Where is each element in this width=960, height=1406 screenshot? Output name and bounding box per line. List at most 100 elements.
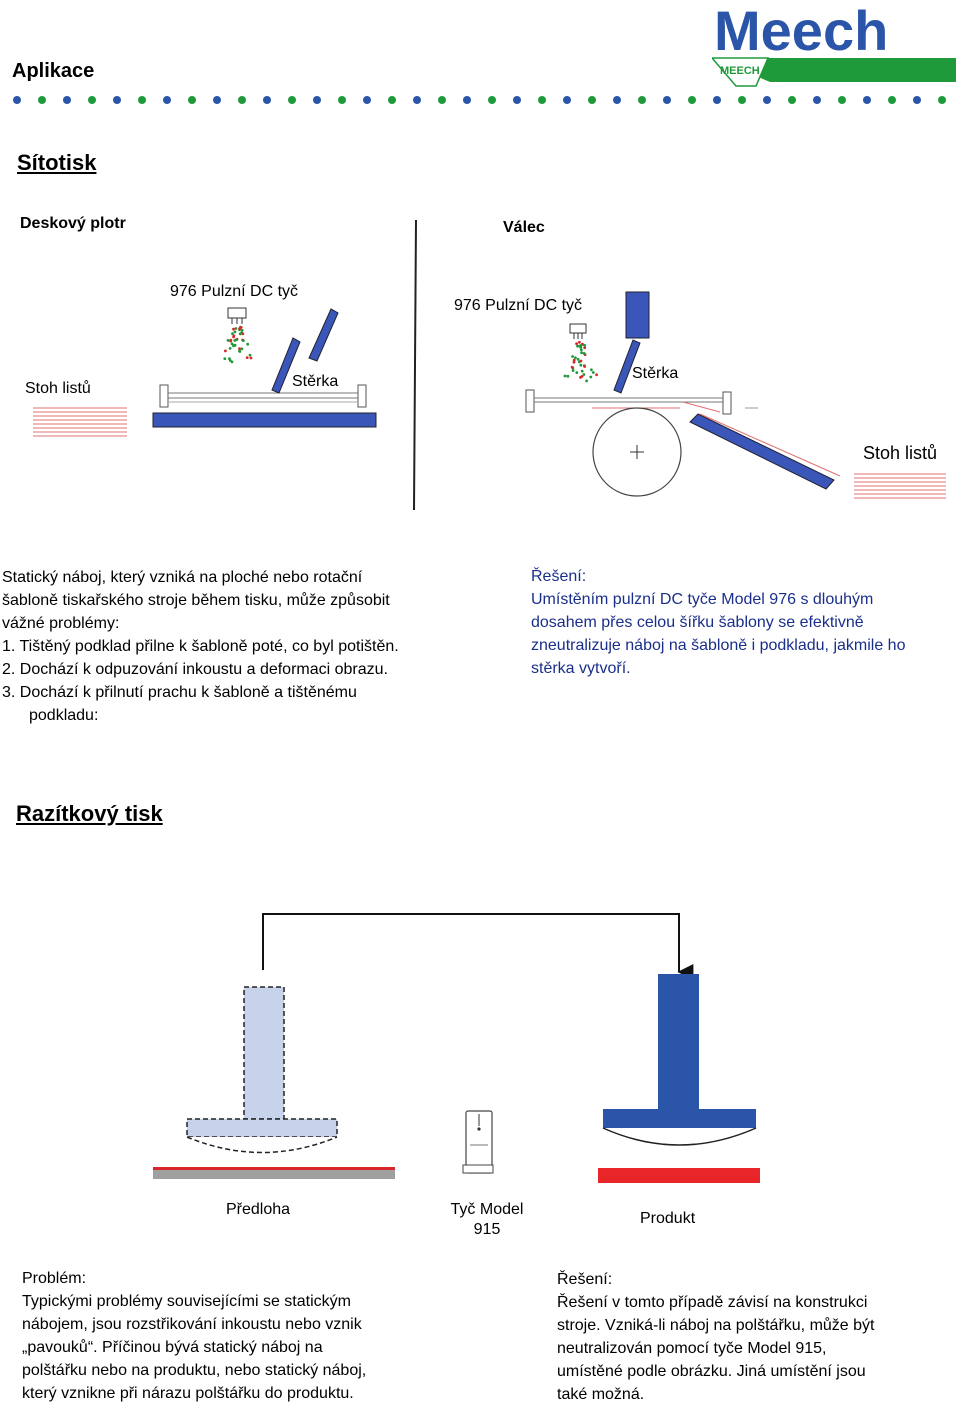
pad-printing-diagram bbox=[0, 900, 960, 1200]
ion-particle bbox=[571, 369, 575, 372]
divider-dot bbox=[888, 96, 896, 104]
ion-particle bbox=[591, 371, 595, 374]
divider-dot bbox=[863, 96, 871, 104]
svg-text:MEECH: MEECH bbox=[720, 65, 760, 77]
problem-line: Problém: bbox=[22, 1270, 87, 1287]
divider-dot bbox=[663, 96, 671, 104]
ion-particle bbox=[242, 339, 245, 342]
ion-particle bbox=[580, 375, 584, 378]
solution-line: zneutralizuje náboj na šabloně i podklad… bbox=[531, 637, 906, 654]
divider-dot bbox=[338, 96, 346, 104]
cylinder-squeegee-label: Stěrka bbox=[632, 365, 679, 382]
ion-particle bbox=[240, 347, 244, 351]
ion-particle bbox=[238, 332, 242, 336]
divider-dot bbox=[813, 96, 821, 104]
ion-particle bbox=[583, 344, 587, 347]
ion-particle bbox=[579, 344, 583, 347]
ion-particle bbox=[238, 327, 242, 331]
section-title-pad-printing: Razítkový tisk bbox=[16, 801, 163, 826]
divider-dot bbox=[638, 96, 646, 104]
model-915-label: Tyč Model 915 bbox=[447, 1198, 527, 1239]
meech-logo: Meech MEECH bbox=[712, 0, 958, 90]
ion-particle bbox=[230, 342, 234, 346]
ion-particle bbox=[575, 342, 578, 346]
problem-line: polštářku nebo na produktu, nebo statick… bbox=[22, 1362, 367, 1379]
divider-dot bbox=[163, 96, 171, 104]
flatbed-squeegee-label: Stěrka bbox=[292, 373, 339, 390]
problem-line: podkladu: bbox=[29, 707, 99, 724]
divider-dot bbox=[288, 96, 296, 104]
ion-particle bbox=[578, 340, 581, 344]
problem-line: 2. Dochází k odpuzování inkoustu a defor… bbox=[2, 661, 388, 678]
ion-particle bbox=[249, 356, 253, 360]
solution-line: Umístěním pulzní DC tyče Model 976 s dlo… bbox=[531, 591, 874, 608]
ion-particle bbox=[580, 351, 583, 355]
pad-printing-problem-text: Problém: Typickými problémy souvisejícím… bbox=[22, 1267, 462, 1405]
divider-dot bbox=[563, 96, 571, 104]
divider-dot bbox=[613, 96, 621, 104]
ion-particle bbox=[576, 357, 580, 361]
ion-particle bbox=[589, 375, 593, 379]
ion-particle bbox=[570, 365, 574, 369]
page-title: Aplikace bbox=[12, 60, 95, 82]
ion-particle bbox=[583, 365, 587, 368]
divider-dot bbox=[838, 96, 846, 104]
template-label: Předloha bbox=[226, 1201, 291, 1218]
ion-particle bbox=[580, 369, 584, 373]
divider-dot bbox=[238, 96, 246, 104]
model-915-label-line1: Tyč Model bbox=[450, 1201, 524, 1218]
flatbed-bar-label: 976 Pulzní DC tyč bbox=[170, 283, 299, 300]
ionizer-icon-left bbox=[227, 307, 247, 324]
divider-dot bbox=[138, 96, 146, 104]
ion-particle bbox=[576, 344, 579, 348]
ion-particle bbox=[223, 357, 227, 360]
ion-particle bbox=[575, 371, 579, 374]
divider-dot bbox=[588, 96, 596, 104]
ion-particle bbox=[248, 353, 252, 357]
solution-line: stěrka vytvoří. bbox=[531, 660, 631, 677]
ion-particle bbox=[590, 368, 593, 372]
ion-particle bbox=[582, 352, 586, 355]
ion-particle bbox=[224, 349, 227, 353]
divider-dot bbox=[788, 96, 796, 104]
divider-dot bbox=[113, 96, 121, 104]
divider-dot bbox=[213, 96, 221, 104]
cylinder-heading: Válec bbox=[503, 219, 545, 236]
solution-line: Řešení: bbox=[557, 1271, 613, 1288]
flatbed-heading: Deskový plotr bbox=[20, 215, 126, 232]
problem-line: vážné problémy: bbox=[2, 615, 120, 632]
product-label: Produkt bbox=[640, 1210, 696, 1227]
divider-dot bbox=[38, 96, 46, 104]
ion-particle bbox=[241, 332, 245, 336]
model-915-label-line2: 915 bbox=[473, 1221, 501, 1238]
divider-dot bbox=[13, 96, 21, 104]
problem-line: šabloně tiskařského stroje během tisku, … bbox=[2, 592, 390, 609]
ion-particle bbox=[582, 373, 586, 376]
screen-printing-solution-text: Řešení: Umístěním pulzní DC tyče Model 9… bbox=[531, 565, 951, 680]
ion-particle bbox=[563, 374, 567, 378]
ion-particle bbox=[579, 359, 583, 363]
problem-line: Statický náboj, který vzniká na ploché n… bbox=[2, 569, 363, 586]
ion-particle bbox=[579, 348, 583, 352]
ion-particle bbox=[572, 360, 576, 364]
divider-dot bbox=[263, 96, 271, 104]
screen-printing-diagram bbox=[0, 210, 960, 520]
solution-line: Řešení v tomto případě závisí na konstru… bbox=[557, 1294, 868, 1311]
ion-particle bbox=[579, 363, 583, 367]
divider-dot bbox=[738, 96, 746, 104]
divider-dot bbox=[188, 96, 196, 104]
screen-printing-problem-text: Statický náboj, který vzniká na ploché n… bbox=[2, 566, 462, 727]
model-915-bar-icon bbox=[462, 1110, 494, 1174]
problem-line: který vznikne při nárazu polštářku do pr… bbox=[22, 1385, 354, 1402]
ion-particle bbox=[238, 349, 241, 353]
problem-line: Typickými problémy souvisejícími se stat… bbox=[22, 1293, 351, 1310]
ion-particle bbox=[226, 339, 230, 342]
cylinder-bar-label: 976 Pulzní DC tyč bbox=[454, 297, 583, 314]
ion-particle bbox=[228, 347, 232, 350]
ion-particle bbox=[232, 327, 235, 331]
problem-line: 3. Dochází k přilnutí prachu k šabloně a… bbox=[2, 684, 357, 701]
divider-dot bbox=[938, 96, 946, 104]
ion-particle bbox=[245, 356, 249, 359]
header-dotted-divider bbox=[0, 94, 960, 106]
solution-line: Řešení: bbox=[531, 568, 587, 585]
